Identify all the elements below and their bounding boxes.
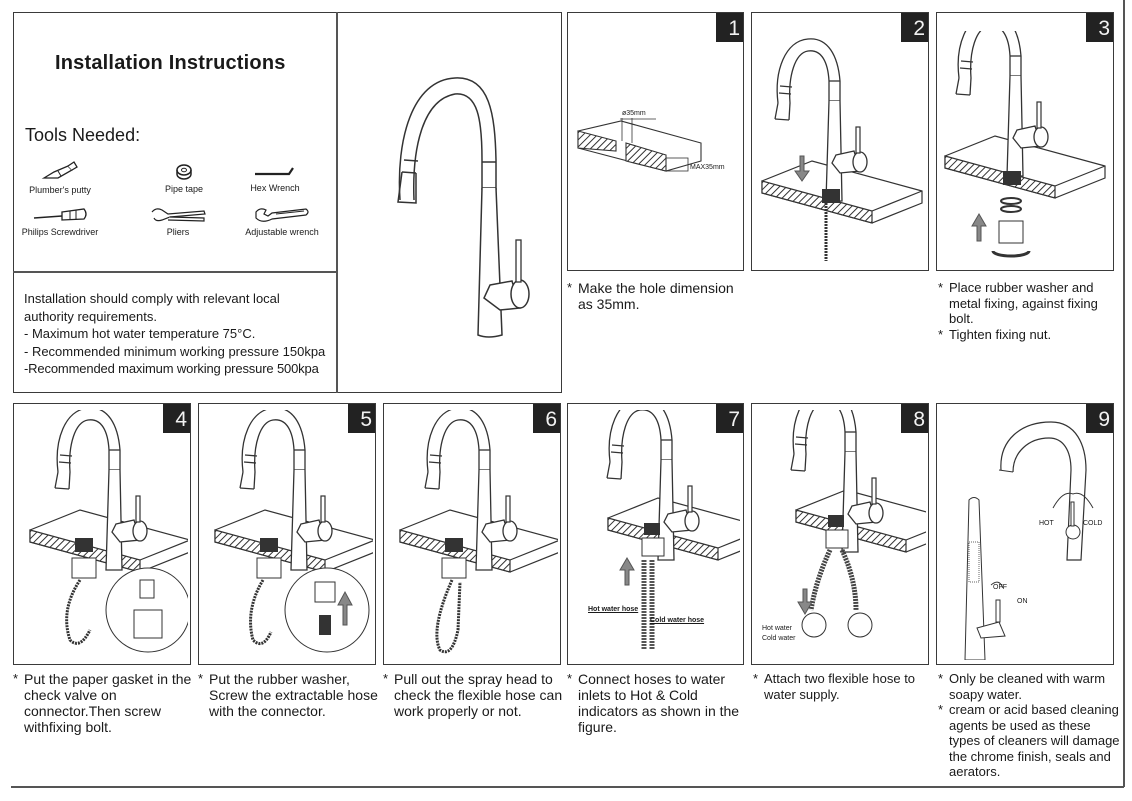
- caption-text: Connect hoses to water inlets to Hot & C…: [578, 671, 740, 735]
- hot-label: HOT: [1039, 520, 1054, 527]
- step-4-panel: 4: [13, 403, 191, 665]
- tool-label: Plumber's putty: [29, 185, 91, 195]
- bullet-star: *: [567, 671, 573, 686]
- faucet-illustration: [29, 410, 188, 653]
- step-8-panel: 8 Hot water Cold water: [751, 403, 929, 665]
- putty-tube-icon: [41, 161, 78, 179]
- bullet-star: *: [753, 671, 759, 686]
- tool-label: Pliers: [166, 227, 190, 237]
- page-title: Installation Instructions: [55, 52, 286, 74]
- step-6-panel: 6: [383, 403, 561, 665]
- requirements-intro: Installation should comply with relevant…: [24, 291, 280, 324]
- step-number-badge: 1: [716, 13, 743, 42]
- step-number-badge: 3: [1086, 13, 1113, 42]
- tool-adjustable-wrench: Adjustable wrench: [232, 206, 332, 237]
- bullet-star: *: [938, 671, 944, 686]
- faucet-illustration: [214, 410, 373, 653]
- requirement-item: -Recommended maximum working pressure 50…: [24, 361, 319, 376]
- step-4-caption: * Put the paper gasket in the check valve…: [13, 671, 193, 735]
- tool-pipe-tape: Pipe tape: [134, 163, 234, 194]
- bottom-rule: [11, 786, 1124, 788]
- bullet-star: *: [938, 280, 944, 295]
- max-thickness-label: MAX35mm: [690, 164, 725, 171]
- tool-plumbers-putty: Plumber's putty: [10, 160, 110, 195]
- tool-label: Philips Screwdriver: [21, 227, 99, 237]
- tool-hex-wrench: Hex Wrench: [225, 164, 325, 193]
- step-7-panel: 7 Hot water hose Cold water hose: [567, 403, 744, 665]
- bullet-star: *: [567, 280, 573, 295]
- faucet-illustration: [397, 77, 530, 338]
- caption-text: Pull out the spray head to check the fle…: [394, 671, 563, 719]
- faucet-illustration: [790, 410, 926, 638]
- step-3-caption: * Place rubber washer and metal fixing, a…: [938, 280, 1123, 342]
- step-7-caption: * Connect hoses to water inlets to Hot & …: [567, 671, 747, 735]
- tool-label: Adjustable wrench: [245, 227, 319, 237]
- step-5-caption: * Put the rubber washer, Screw the extrac…: [198, 671, 378, 719]
- step-3-panel: 3: [936, 12, 1114, 271]
- caption-text: Attach two flexible hose to water supply…: [764, 671, 916, 702]
- cold-water-label: Cold water: [762, 635, 796, 642]
- cold-water-hose-label: Cold water hose: [650, 617, 705, 624]
- tool-pliers: Pliers: [128, 206, 228, 237]
- adjustable-wrench-icon: [255, 208, 309, 222]
- step-1-caption: * Make the hole dimension as 35mm.: [567, 280, 747, 312]
- bullet-star: *: [13, 671, 19, 686]
- pliers-icon: [151, 208, 206, 222]
- faucet-illustration: [606, 410, 740, 650]
- step-1-panel: 1 ø35mm MAX35mm: [567, 12, 744, 271]
- faucet-illustration: [399, 410, 558, 654]
- step-number-badge: 8: [901, 404, 928, 433]
- caption-text: Put the paper gasket in the check valve …: [24, 671, 192, 735]
- tape-roll-icon: [176, 164, 192, 180]
- step-2-panel: 2: [751, 12, 929, 271]
- step-8-caption: * Attach two flexible hose to water suppl…: [753, 671, 933, 702]
- requirement-item: - Maximum hot water temperature 75°C.: [24, 326, 256, 341]
- caption-text: Place rubber washer and metal fixing, ag…: [949, 280, 1098, 326]
- step-9-panel: 9 HOT COLD OFF ON: [936, 403, 1114, 665]
- hole-diameter-label: ø35mm: [622, 110, 646, 117]
- step-number-badge: 5: [348, 404, 375, 433]
- tool-label: Pipe tape: [164, 184, 204, 194]
- countertop-hole-diagram: [577, 118, 702, 172]
- hex-wrench-icon: [255, 167, 294, 176]
- bullet-star: *: [198, 671, 204, 686]
- tool-label: Hex Wrench: [250, 183, 300, 193]
- faucet-usage-illustration: [964, 421, 1094, 660]
- faucet-illustration: [944, 31, 1106, 258]
- caption-text: Only be cleaned with warm soapy water.: [949, 671, 1106, 702]
- caption-text: Make the hole dimension as 35mm.: [578, 280, 734, 312]
- step-number-badge: 2: [901, 13, 928, 42]
- requirements-block: Installation should comply with relevant…: [24, 290, 334, 378]
- intro-vertical-divider: [336, 12, 338, 393]
- requirement-item: - Recommended minimum working pressure 1…: [24, 343, 326, 359]
- step-number-badge: 4: [163, 404, 190, 433]
- bullet-star: *: [938, 326, 944, 342]
- step-5-panel: 5: [198, 403, 376, 665]
- step-9-caption: *Only be cleaned with warm soapy water. …: [938, 671, 1123, 780]
- tools-heading: Tools Needed:: [25, 125, 141, 145]
- step-number-badge: 6: [533, 404, 560, 433]
- step-6-caption: * Pull out the spray head to check the fl…: [383, 671, 563, 719]
- step-number-badge: 7: [716, 404, 743, 433]
- intro-panel: [13, 12, 562, 393]
- right-edge-rule: [1123, 0, 1125, 787]
- caption-text: Put the rubber washer, Screw the extract…: [209, 671, 378, 719]
- hot-water-label: Hot water: [762, 625, 792, 632]
- bullet-star: *: [938, 702, 944, 717]
- off-label: OFF: [993, 584, 1007, 591]
- faucet-illustration: [761, 38, 923, 261]
- step-number-badge: 9: [1086, 404, 1113, 433]
- intro-horizontal-divider: [13, 271, 337, 273]
- on-label: ON: [1017, 598, 1028, 605]
- caption-text: Tighten fixing nut.: [949, 326, 1052, 342]
- cold-label: COLD: [1083, 520, 1103, 527]
- screwdriver-icon: [33, 208, 87, 221]
- caption-text: cream or acid based cleaning agents be u…: [949, 702, 1120, 779]
- bullet-star: *: [383, 671, 389, 686]
- tool-screwdriver: Philips Screwdriver: [10, 206, 110, 237]
- hot-water-hose-label: Hot water hose: [588, 606, 639, 613]
